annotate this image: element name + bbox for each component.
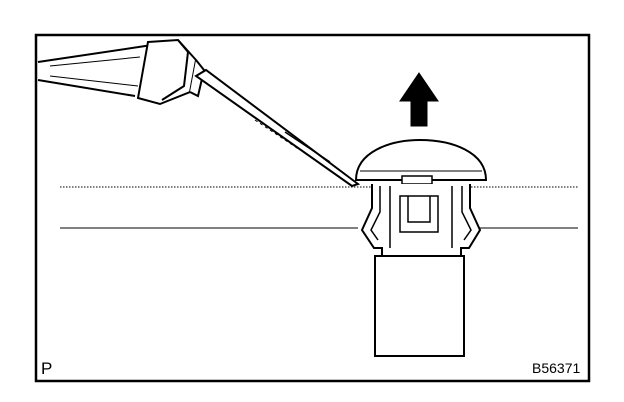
up-arrow-icon	[399, 72, 439, 127]
corner-letter-label: P	[41, 359, 53, 378]
screwdriver-icon	[37, 38, 361, 188]
border	[34, 33, 591, 383]
figure-code-label: B56371	[532, 360, 581, 376]
clip-icon	[354, 138, 488, 357]
